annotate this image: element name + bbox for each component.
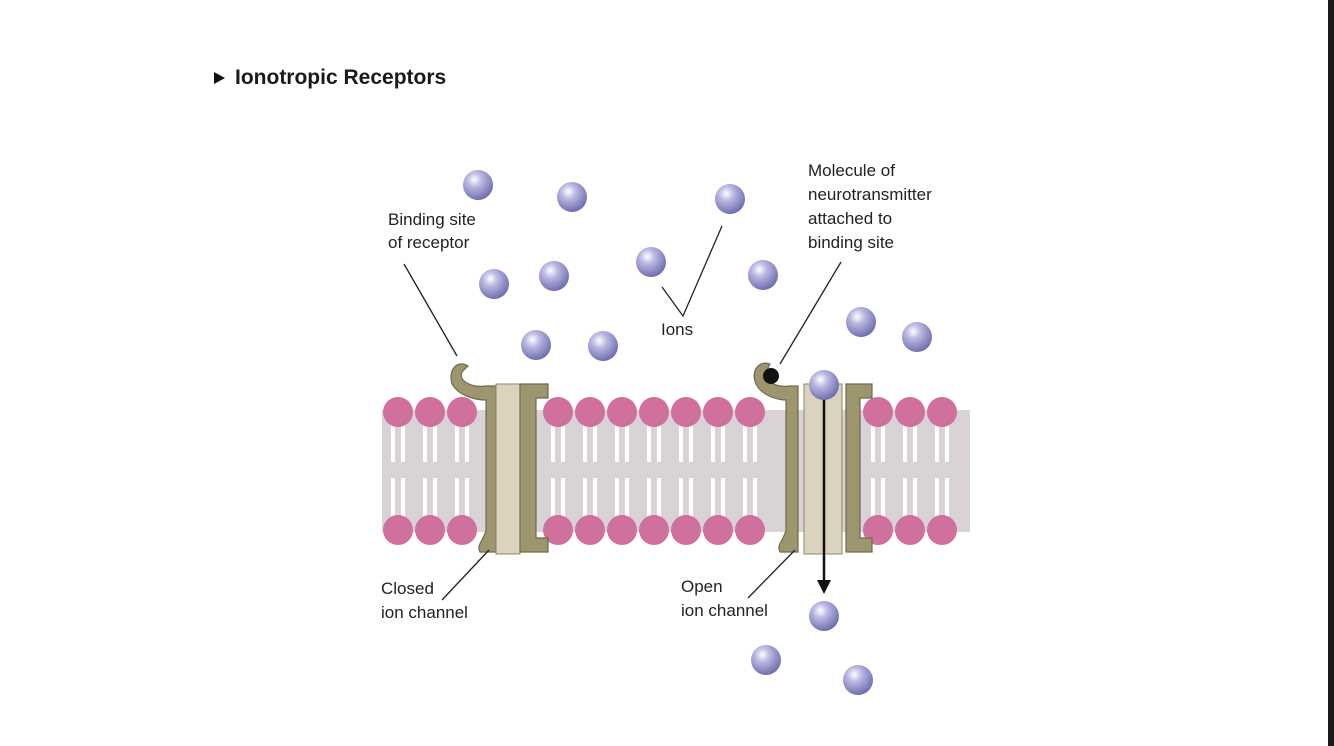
- ion: [557, 182, 587, 212]
- ion: [843, 665, 873, 695]
- lipid-head: [671, 515, 701, 545]
- closed-ion-channel: [450, 363, 549, 555]
- ion: [521, 330, 551, 360]
- ion: [902, 322, 932, 352]
- closed-channel-label: Closed ion channel: [381, 579, 468, 622]
- ion: [539, 261, 569, 291]
- lipid-head: [543, 515, 573, 545]
- neurotransmitter-label: Molecule of neurotransmitter attached to…: [808, 161, 937, 252]
- leader-lines: [403, 225, 842, 601]
- lipid-head: [895, 515, 925, 545]
- lipid-head: [671, 397, 701, 427]
- lipid-head: [639, 515, 669, 545]
- ion-flow-arrow: [817, 398, 831, 594]
- lipid-head: [383, 515, 413, 545]
- ion: [809, 601, 839, 631]
- ion: [751, 645, 781, 675]
- lipid-head: [703, 397, 733, 427]
- lipid-bilayer: [383, 397, 957, 545]
- ions-group: [463, 170, 932, 695]
- ion: [463, 170, 493, 200]
- ion: [846, 307, 876, 337]
- lipid-head: [703, 515, 733, 545]
- lipid-head: [575, 515, 605, 545]
- ion: [636, 247, 666, 277]
- lipid-head: [447, 515, 477, 545]
- lipid-head: [447, 397, 477, 427]
- lipid-head: [415, 515, 445, 545]
- heading-title: Ionotropic Receptors: [235, 66, 447, 89]
- lipid-head: [927, 397, 957, 427]
- lipid-head: [575, 397, 605, 427]
- lipid-head: [415, 397, 445, 427]
- window-edge: [1328, 0, 1334, 746]
- lipid-head: [735, 515, 765, 545]
- lipid-head: [383, 397, 413, 427]
- lipid-head: [735, 397, 765, 427]
- neurotransmitter-molecule: [763, 368, 779, 384]
- lipid-head: [607, 397, 637, 427]
- open-channel-label: Open ion channel: [681, 577, 768, 620]
- ion: [809, 370, 839, 400]
- triangle-bullet-icon: [214, 72, 225, 84]
- lipid-head: [639, 397, 669, 427]
- lipid-head: [863, 397, 893, 427]
- ions-label: Ions: [661, 320, 693, 339]
- ion: [588, 331, 618, 361]
- lipid-head: [927, 515, 957, 545]
- binding-site-label: Binding site of receptor: [388, 210, 481, 252]
- lipid-head: [543, 397, 573, 427]
- lipid-head: [607, 515, 637, 545]
- section-heading: Ionotropic Receptors: [214, 66, 446, 90]
- ion: [479, 269, 509, 299]
- lipid-head: [895, 397, 925, 427]
- ion: [748, 260, 778, 290]
- ion: [715, 184, 745, 214]
